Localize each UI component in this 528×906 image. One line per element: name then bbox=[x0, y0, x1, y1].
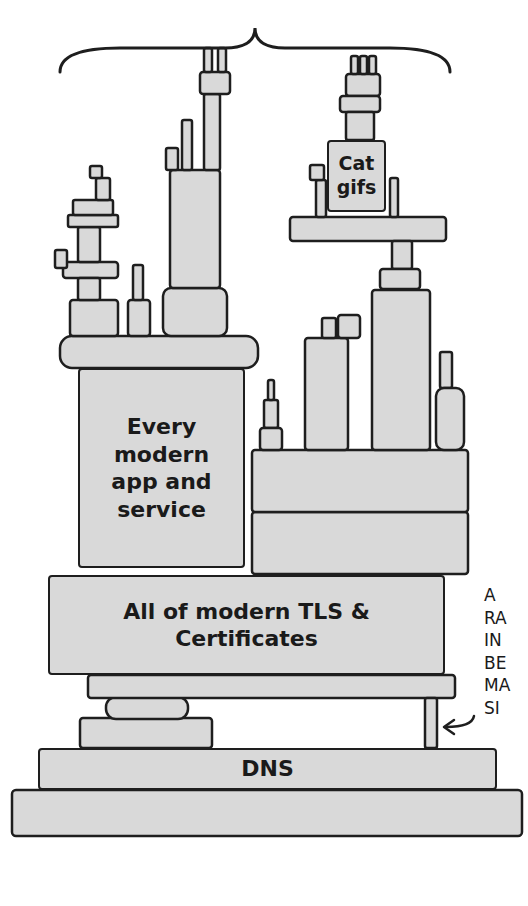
block bbox=[264, 400, 278, 428]
block bbox=[90, 166, 102, 178]
block bbox=[204, 48, 212, 72]
block bbox=[204, 94, 220, 170]
block-label: All of modern TLS & Certificates bbox=[102, 598, 392, 653]
block bbox=[440, 352, 452, 388]
block bbox=[338, 315, 360, 338]
block bbox=[128, 300, 150, 336]
block bbox=[133, 265, 143, 300]
block bbox=[268, 380, 274, 400]
block bbox=[351, 56, 358, 74]
block bbox=[436, 388, 464, 450]
block bbox=[163, 288, 227, 336]
block bbox=[63, 262, 118, 278]
block bbox=[80, 718, 212, 748]
block bbox=[369, 56, 376, 74]
block bbox=[78, 278, 100, 300]
callout-note: A RA IN BE MA SI bbox=[484, 584, 510, 719]
block-box: DNS bbox=[38, 748, 497, 790]
block bbox=[252, 450, 468, 512]
thin-pillar bbox=[425, 698, 437, 748]
block bbox=[68, 215, 118, 227]
block bbox=[260, 428, 282, 450]
block bbox=[380, 269, 420, 289]
block bbox=[346, 112, 374, 140]
block bbox=[200, 72, 230, 94]
block bbox=[340, 96, 380, 112]
block bbox=[316, 180, 326, 217]
block bbox=[73, 200, 113, 215]
block bbox=[390, 178, 398, 217]
block-box: Cat gifs bbox=[327, 140, 386, 212]
block bbox=[372, 290, 430, 450]
block bbox=[392, 241, 412, 269]
block bbox=[218, 48, 226, 72]
block bbox=[346, 74, 380, 96]
block-label: Cat gifs bbox=[332, 152, 381, 200]
block bbox=[322, 318, 336, 338]
block-box: All of modern TLS & Certificates bbox=[48, 575, 445, 675]
block bbox=[252, 512, 468, 574]
block bbox=[96, 178, 110, 200]
block bbox=[360, 56, 367, 74]
block-box: Every modern app and service bbox=[78, 368, 245, 568]
slab bbox=[88, 675, 455, 698]
block bbox=[166, 148, 178, 170]
slab bbox=[60, 336, 258, 368]
platform bbox=[290, 217, 446, 241]
block bbox=[55, 250, 67, 268]
base-slab bbox=[12, 790, 522, 836]
block bbox=[70, 300, 118, 336]
block bbox=[310, 165, 324, 180]
block-label: Every modern app and service bbox=[106, 413, 218, 523]
block bbox=[78, 227, 100, 262]
curly-bracket bbox=[60, 28, 450, 72]
leader-arrowhead bbox=[444, 720, 454, 734]
block bbox=[182, 120, 192, 170]
block-label: DNS bbox=[241, 755, 294, 783]
block bbox=[305, 338, 348, 450]
block bbox=[170, 170, 220, 288]
block bbox=[106, 697, 188, 719]
